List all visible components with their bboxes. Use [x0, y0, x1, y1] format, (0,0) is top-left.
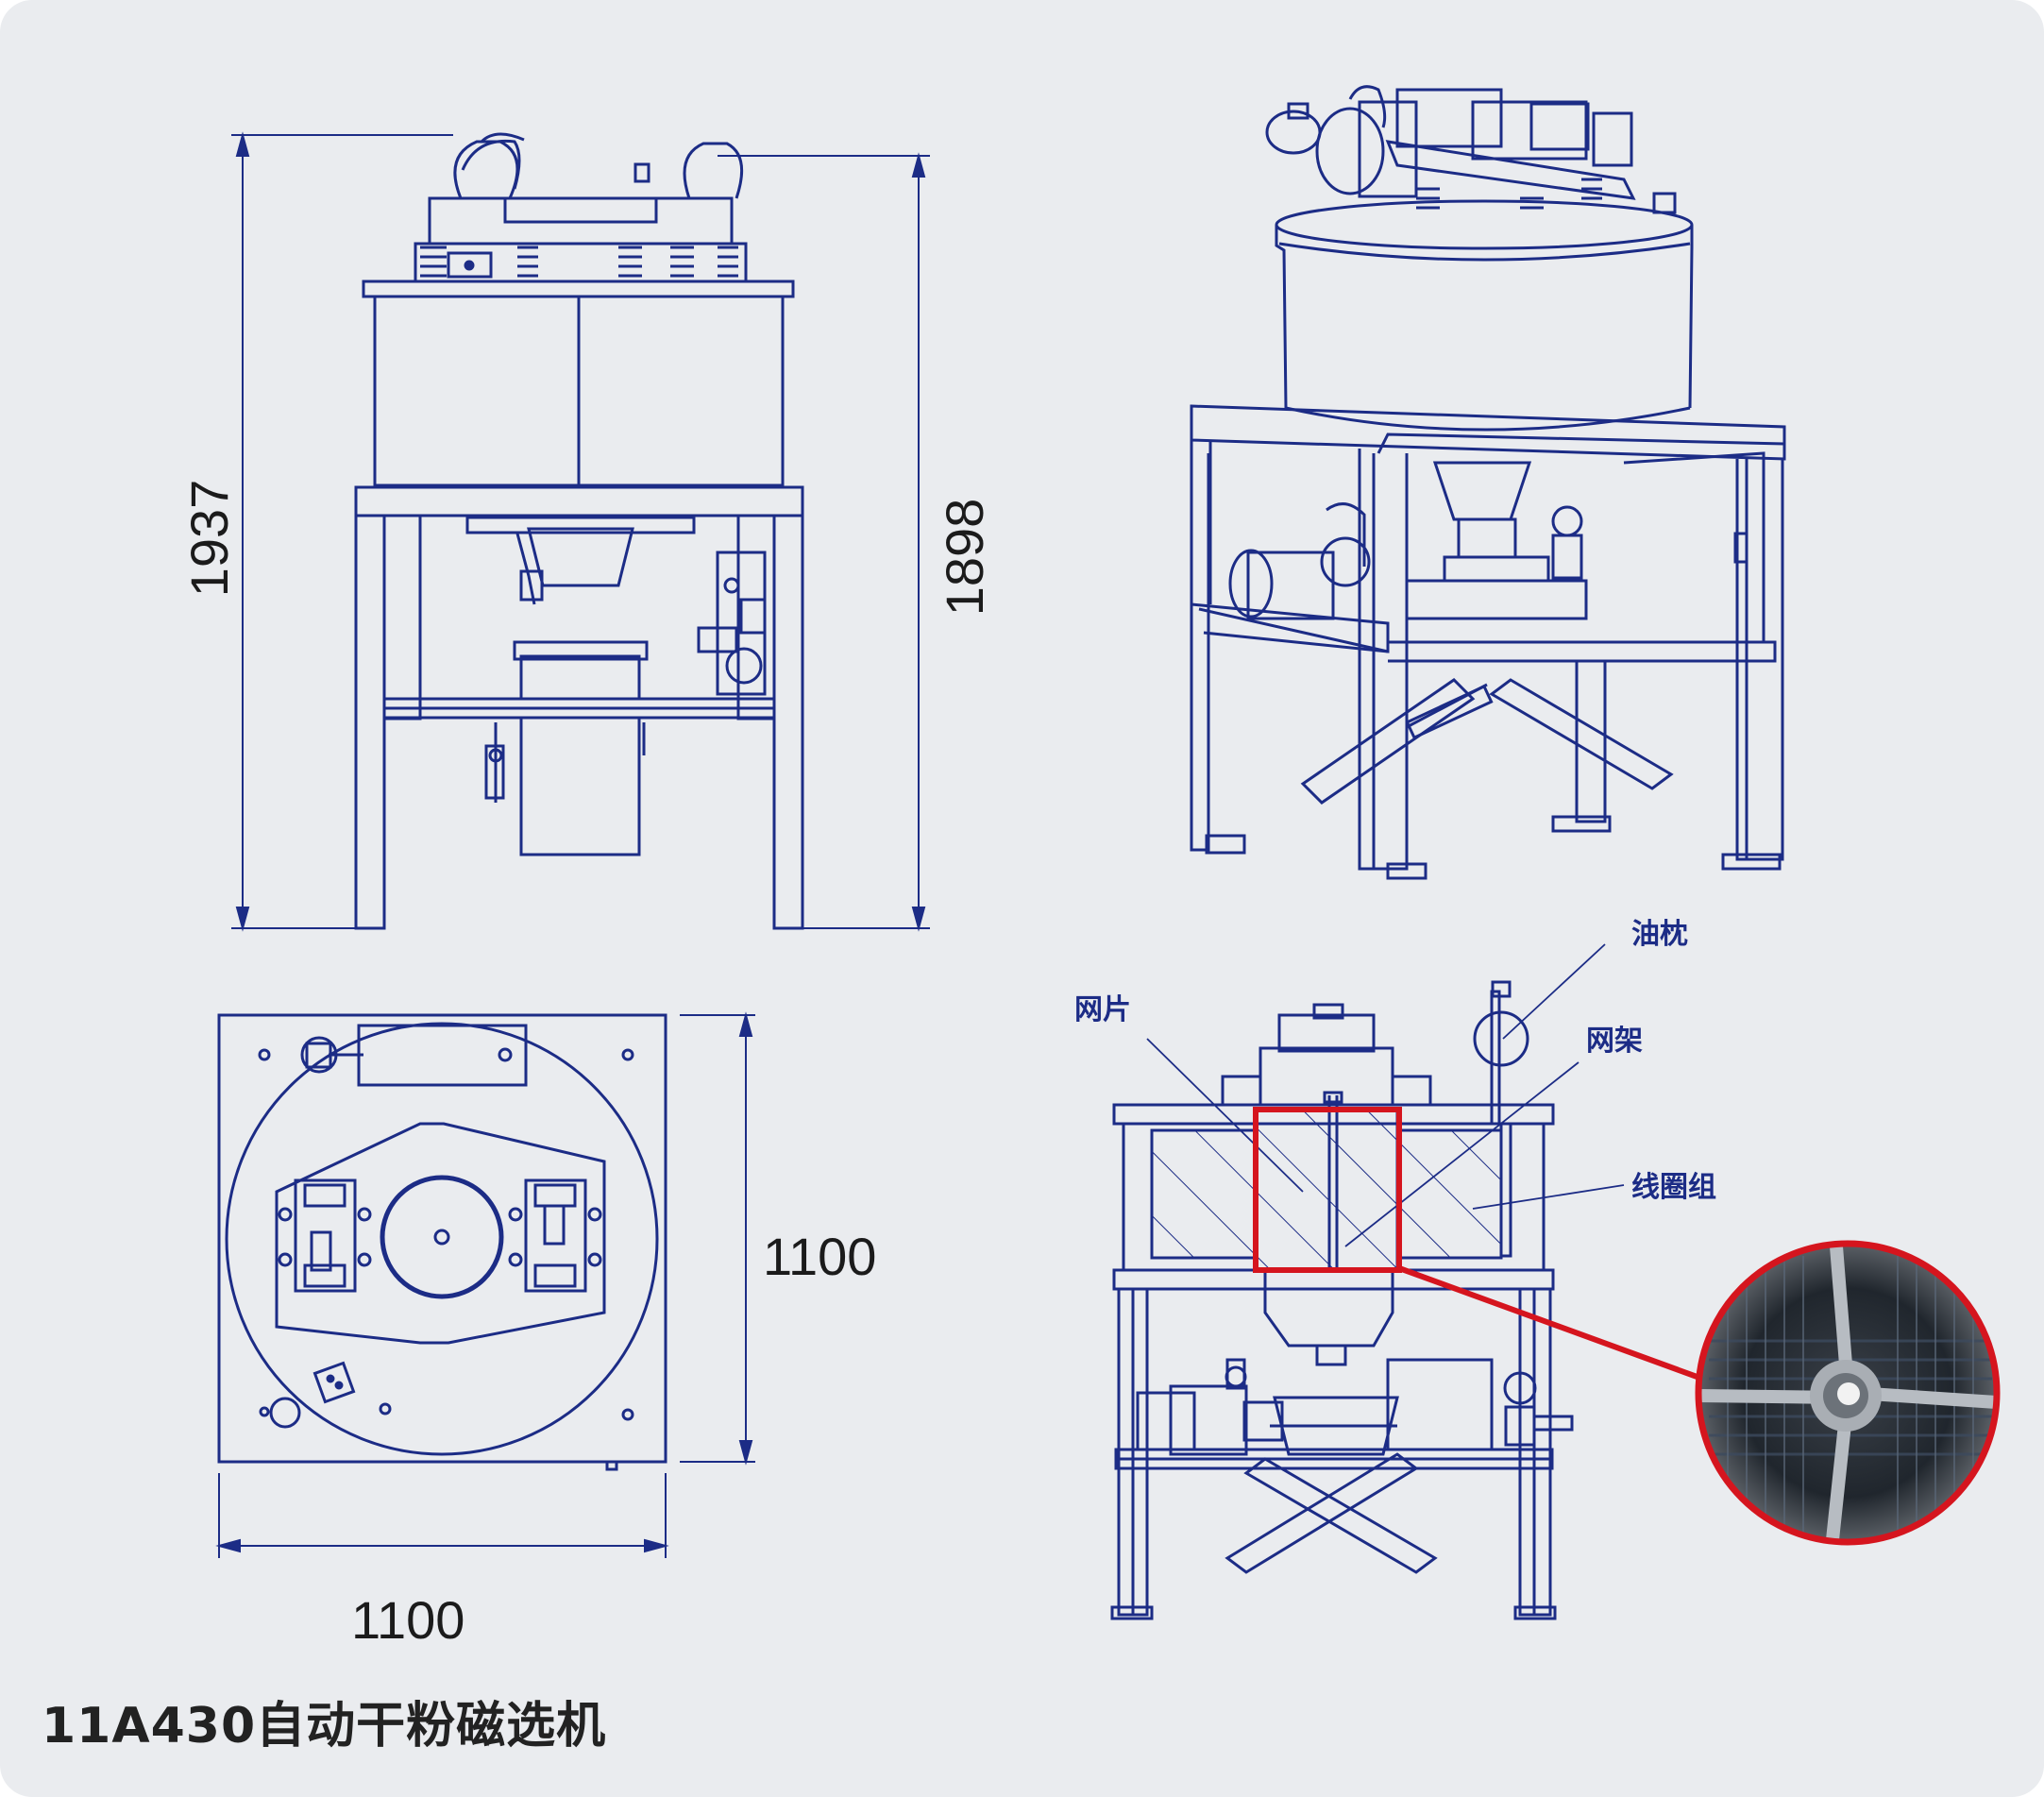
dimension-line-top-depth — [680, 1011, 755, 1466]
dimension-front-total-height: 1937 — [179, 479, 239, 598]
dimension-line-1937 — [231, 131, 453, 932]
isometric-view — [1190, 85, 1786, 880]
top-view — [215, 1011, 755, 1558]
product-title: 11A430自动干粉磁选机 — [42, 1698, 607, 1755]
dimension-line-top-width — [215, 1473, 669, 1558]
mesh-detail-photo — [1695, 1240, 2001, 1546]
dimension-line-1898 — [718, 152, 930, 932]
front-elevation — [231, 131, 930, 932]
section-view — [1110, 943, 1625, 1620]
callout-mesh-sheet: 网片 — [1074, 993, 1131, 1026]
callout-coil-assembly: 线圈组 — [1631, 1171, 1716, 1204]
dimension-top-view-width: 1100 — [351, 1590, 465, 1650]
dimension-top-view-depth: 1100 — [763, 1227, 877, 1286]
dimension-front-frame-height: 1898 — [935, 498, 994, 617]
detail-highlight — [1253, 1107, 1704, 1382]
callout-oil-conservator: 油枕 — [1631, 918, 1688, 951]
callout-mesh-frame: 网架 — [1586, 1025, 1643, 1058]
